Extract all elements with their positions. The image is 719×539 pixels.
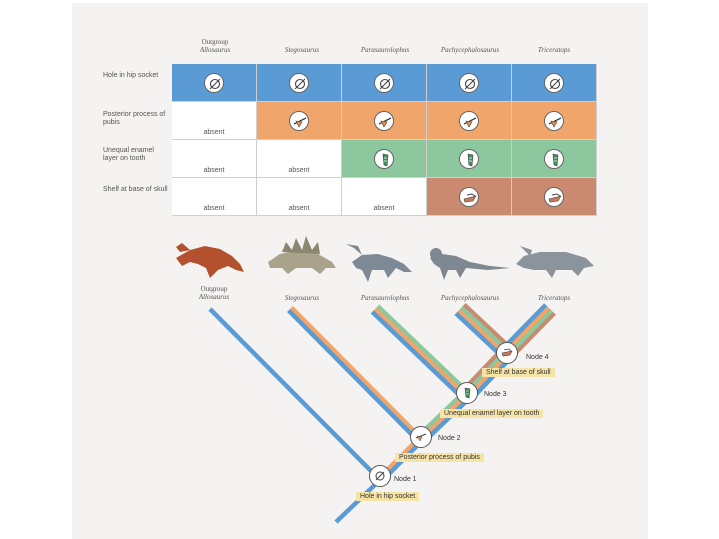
- node-4-trait: Shelf at base of skull: [482, 368, 555, 377]
- absent-text: absent: [203, 205, 225, 212]
- cell-skull-1: absent: [172, 178, 257, 216]
- label-triceratops: Triceratops: [537, 294, 571, 302]
- cell-pubis-2: [257, 102, 342, 140]
- node-3-trait: Unequal enamel layer on tooth: [440, 409, 544, 418]
- hip-socket-icon: [204, 72, 224, 93]
- cell-skull-5: [512, 178, 597, 216]
- node-4-pubis-icon: [496, 342, 518, 364]
- cell-skull-3: absent: [342, 178, 427, 216]
- label-stegosaurus: Stegosaurus: [284, 294, 320, 302]
- label-parasaurolophus: Parasaurolophus: [360, 294, 410, 302]
- skull-shelf-icon: [544, 186, 564, 207]
- branch-allosaurus-stripe-1: [208, 307, 382, 482]
- tooth-icon: [544, 148, 564, 169]
- absent-text: absent: [203, 129, 225, 136]
- header-stegosaurus: Stegosaurus: [284, 46, 320, 54]
- cell-skull-4: [427, 178, 512, 216]
- node-1-trait: Hole in hip socket: [356, 492, 420, 501]
- hip-socket-icon: [459, 72, 479, 93]
- cell-pubis-4: [427, 102, 512, 140]
- absent-text: absent: [288, 167, 310, 174]
- header-pachycephalosaurus: Pachycephalosaurus: [440, 46, 500, 54]
- cell-enamel-5: [512, 140, 597, 178]
- header-parasaurolophus: Parasaurolophus: [360, 46, 410, 54]
- branch-pachycephalosaurus-stripe-1: [462, 302, 513, 351]
- pubis-icon: [289, 110, 309, 131]
- allosaurus-illustration: [176, 243, 244, 278]
- label-pachycephalosaurus: Pachycephalosaurus: [440, 294, 500, 302]
- cell-pubis-5: [512, 102, 597, 140]
- row-label-enamel: Unequal enamel layer on tooth: [103, 147, 154, 162]
- cell-enamel-1: absent: [172, 140, 257, 178]
- cell-hip-5: [512, 64, 597, 102]
- node-2-label: Node 2: [438, 435, 461, 442]
- node-3-label: Node 3: [484, 391, 507, 398]
- absent-text: absent: [288, 205, 310, 212]
- cell-pubis-3: [342, 102, 427, 140]
- branch-parasaurolophus-stripe-1: [376, 304, 471, 395]
- branch-stegosaurus-stripe-2: [286, 308, 421, 443]
- node-1-label: Node 1: [394, 476, 417, 483]
- stegosaurus-illustration: [268, 236, 336, 274]
- row-label-hip: Hole in hip socket: [103, 72, 159, 79]
- triceratops-illustration: [516, 246, 594, 278]
- pubis-icon: [544, 110, 564, 131]
- pachycephalosaurus-illustration: [430, 248, 510, 280]
- row-label-skull: Shelf at base of skull: [103, 186, 168, 193]
- branch-pachycephalosaurus-stripe-4: [454, 311, 505, 360]
- cell-hip-2: [257, 64, 342, 102]
- header-allosaurus: Outgroup Allosaurus: [199, 38, 231, 54]
- branch-root-stripe-1: [334, 478, 382, 524]
- absent-text: absent: [203, 167, 225, 174]
- node-3-tooth-icon: [456, 382, 478, 404]
- cell-enamel-3: [342, 140, 427, 178]
- branch-parasaurolophus-stripe-3: [370, 310, 465, 401]
- absent-text: absent: [373, 205, 395, 212]
- hip-socket-icon: [544, 72, 564, 93]
- node-2-trait: Posterior process of pubis: [395, 453, 484, 462]
- skull-shelf-icon: [459, 186, 479, 207]
- branch-triceratops-stripe-1: [509, 311, 556, 359]
- cell-hip-4: [427, 64, 512, 102]
- tooth-icon: [374, 148, 394, 169]
- node-1-hip-icon: [369, 465, 391, 487]
- cell-enamel-4: [427, 140, 512, 178]
- pubis-icon: [374, 110, 394, 131]
- tooth-icon: [459, 148, 479, 169]
- label-allosaurus: Outgroup Allosaurus: [198, 285, 230, 301]
- node-2-pubis-icon: [410, 426, 432, 448]
- cell-skull-2: absent: [257, 178, 342, 216]
- header-triceratops: Triceratops: [537, 46, 571, 54]
- hip-socket-icon: [374, 72, 394, 93]
- cell-enamel-2: absent: [257, 140, 342, 178]
- hip-socket-icon: [289, 72, 309, 93]
- branch-stegosaurus-stripe-1: [289, 306, 424, 441]
- branch-parasaurolophus-stripe-2: [373, 307, 468, 398]
- cell-hip-3: [342, 64, 427, 102]
- row-label-pubis: Posterior process of pubis: [103, 111, 166, 126]
- branch-triceratops-stripe-4: [501, 303, 548, 351]
- cell-hip-1: [172, 64, 257, 102]
- pubis-icon: [459, 110, 479, 131]
- parasaurolophus-illustration: [346, 244, 412, 282]
- cell-pubis-1: absent: [172, 102, 257, 140]
- node-4-label: Node 4: [526, 354, 549, 361]
